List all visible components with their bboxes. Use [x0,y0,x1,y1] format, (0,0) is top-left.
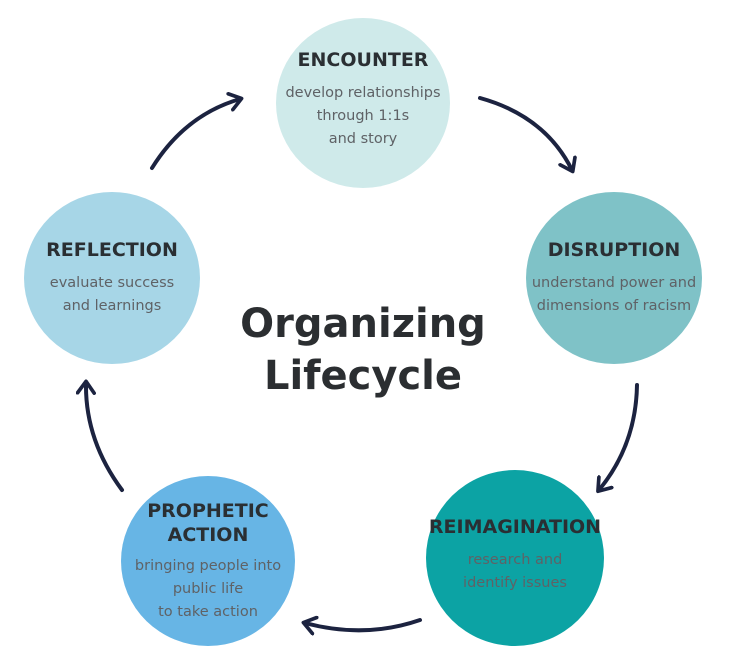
node-prophetic-action: PROPHETIC ACTION bringing people into pu… [121,476,295,646]
node-reimagination-title: REIMAGINATION [428,516,602,538]
node-disruption-title: DISRUPTION [547,239,681,261]
node-encounter-title: ENCOUNTER [297,48,429,71]
node-disruption: DISRUPTION understand power and dimensio… [526,192,702,364]
node-encounter-description: develop relationships through 1:1s and s… [285,84,441,147]
arrow-disruption-to-reimagination [599,383,639,490]
arrow-prophetic-to-reflection [86,383,124,492]
node-reflection: REFLECTION evaluate success and learning… [24,192,200,364]
node-prophetic-action-title: PROPHETIC ACTION [147,499,269,546]
node-reflection-title: REFLECTION [46,239,178,261]
arrow-encounter-to-disruption [478,96,572,170]
node-reimagination: REIMAGINATION research and identify issu… [426,470,604,646]
node-reimagination-description: research and identify issues [463,552,567,591]
arrow-reflection-to-encounter [150,99,240,170]
node-prophetic-action-description: bringing people into public life to take… [134,557,282,620]
arrow-reimagination-to-prophetic [305,620,422,630]
node-encounter: ENCOUNTER develop relationships through … [276,18,450,188]
diagram-title: Organizing Lifecycle [240,301,486,399]
node-disruption-description: understand power and dimensions of racis… [531,275,697,314]
node-reflection-description: evaluate success and learnings [49,275,175,314]
